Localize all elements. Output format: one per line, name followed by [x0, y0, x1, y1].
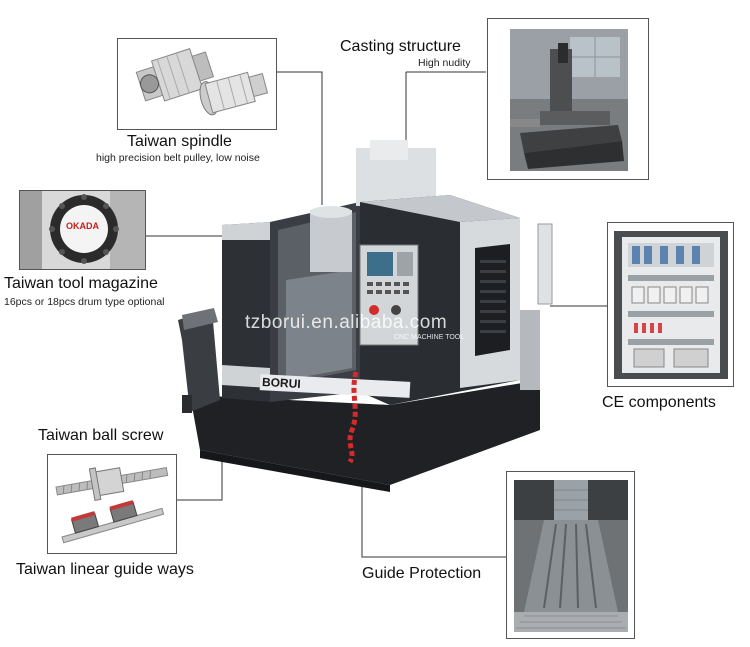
ball-screw-photo-frame [47, 454, 177, 554]
tool-magazine-title: Taiwan tool magazine [4, 275, 158, 292]
spindle-photo-frame [117, 38, 277, 130]
tool-magazine-subtitle: 16pcs or 18pcs drum type optional [4, 296, 165, 308]
spindle-title: Taiwan spindle [127, 133, 232, 150]
chip-conveyor [178, 308, 220, 413]
tool-magazine-photo [20, 191, 145, 269]
casting-title: Casting structure [340, 38, 461, 55]
guide-protection-photo-frame [506, 471, 635, 639]
ce-title: CE components [602, 394, 716, 411]
cnc-machine-illustration [178, 140, 553, 492]
ball-screw-photo [48, 455, 176, 553]
linear-guide-title: Taiwan linear guide ways [16, 561, 194, 578]
watermark: tzborui.en.alibaba.com [245, 312, 448, 333]
guide-protection-title: Guide Protection [362, 565, 482, 582]
control-panel [359, 244, 419, 346]
machine-brand: BORUI [261, 374, 302, 392]
ce-photo [614, 231, 728, 379]
ce-photo-frame [607, 222, 734, 387]
connector-guide-protection [361, 470, 506, 558]
connector-spindle [276, 71, 323, 205]
okada-logo: OKADA [66, 221, 99, 231]
ball-screw-title: Taiwan ball screw [38, 427, 164, 444]
casting-subtitle: High nudity [418, 57, 471, 69]
guide-protection-photo [514, 480, 628, 632]
spindle-photo [118, 39, 276, 129]
casting-photo-frame [487, 18, 649, 180]
spindle-subtitle: high precision belt pulley, low noise [96, 152, 260, 164]
watermark-sub: CNC MACHINE TOOL [394, 334, 465, 341]
casting-photo [510, 29, 628, 171]
tool-magazine-photo-frame: OKADA [19, 190, 146, 270]
